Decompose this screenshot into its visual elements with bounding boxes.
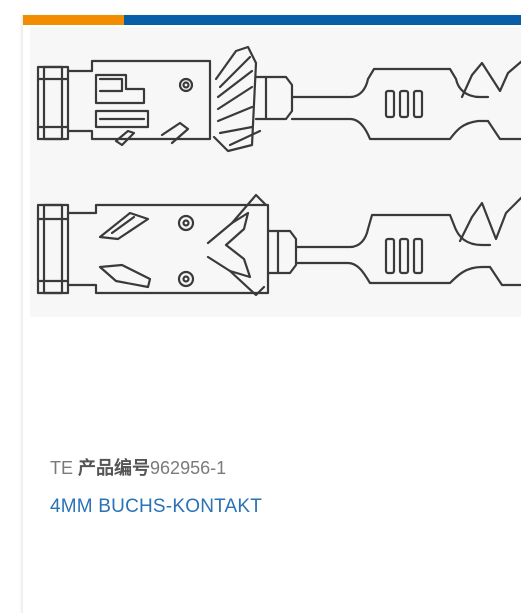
bottom-contact-drawing bbox=[36, 193, 521, 297]
top-contact-drawing bbox=[36, 45, 521, 153]
accent-bar-blue bbox=[124, 15, 521, 25]
product-image[interactable] bbox=[30, 27, 521, 317]
product-text: TE 产品编号962956-1 4MM BUCHS-KONTAKT bbox=[50, 455, 510, 519]
contact-drawing bbox=[36, 45, 521, 297]
accent-bar-orange bbox=[23, 15, 124, 25]
accent-bar bbox=[23, 15, 521, 25]
product-name-link[interactable]: 4MM BUCHS-KONTAKT bbox=[50, 496, 263, 517]
product-card[interactable]: TE 产品编号962956-1 4MM BUCHS-KONTAKT bbox=[22, 15, 521, 613]
part-number-line: TE 产品编号962956-1 bbox=[50, 455, 510, 481]
part-number-value: 962956-1 bbox=[150, 458, 227, 478]
part-number-label: 产品编号 bbox=[78, 458, 151, 478]
brand-prefix: TE bbox=[50, 458, 74, 478]
